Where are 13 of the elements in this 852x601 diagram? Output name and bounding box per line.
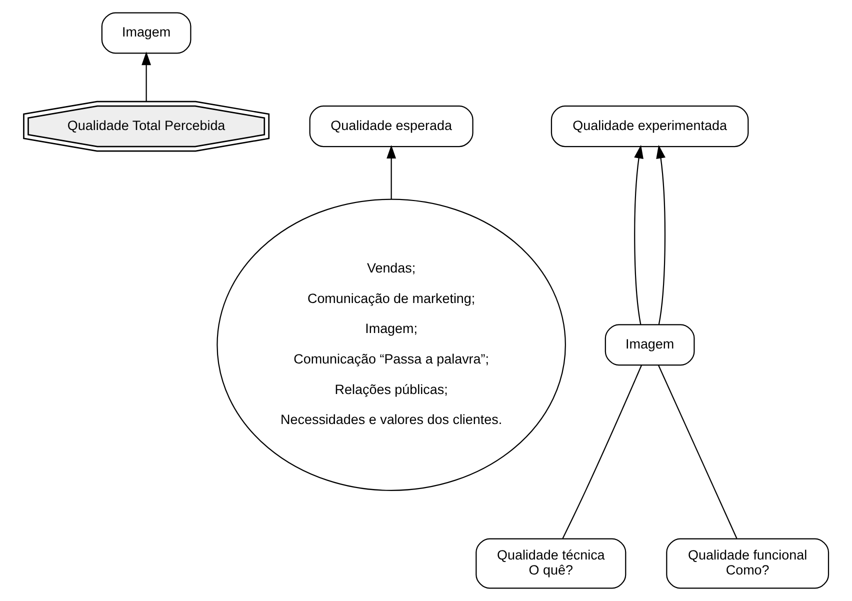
node-box: Imagem — [604, 324, 695, 366]
node-ellipse: Vendas; Comunicação de marketing; Imagem; Comunicação “Passa a palavra”; Relações públicas; Necessidades e valores dos clientes. — [216, 198, 566, 491]
node-box: Qualidade técnica O quê? — [476, 538, 626, 589]
connector — [562, 365, 642, 539]
node-box: Qualidade funcional Como? — [666, 538, 830, 589]
node-box: Qualidade experimentada — [550, 106, 749, 148]
arrow — [142, 52, 152, 102]
arrow — [386, 144, 396, 200]
arrow — [634, 144, 644, 325]
node-box: Qualidade esperada — [309, 106, 474, 148]
arrow — [656, 144, 666, 325]
connector — [658, 365, 738, 539]
node-box: Imagem — [101, 12, 192, 54]
